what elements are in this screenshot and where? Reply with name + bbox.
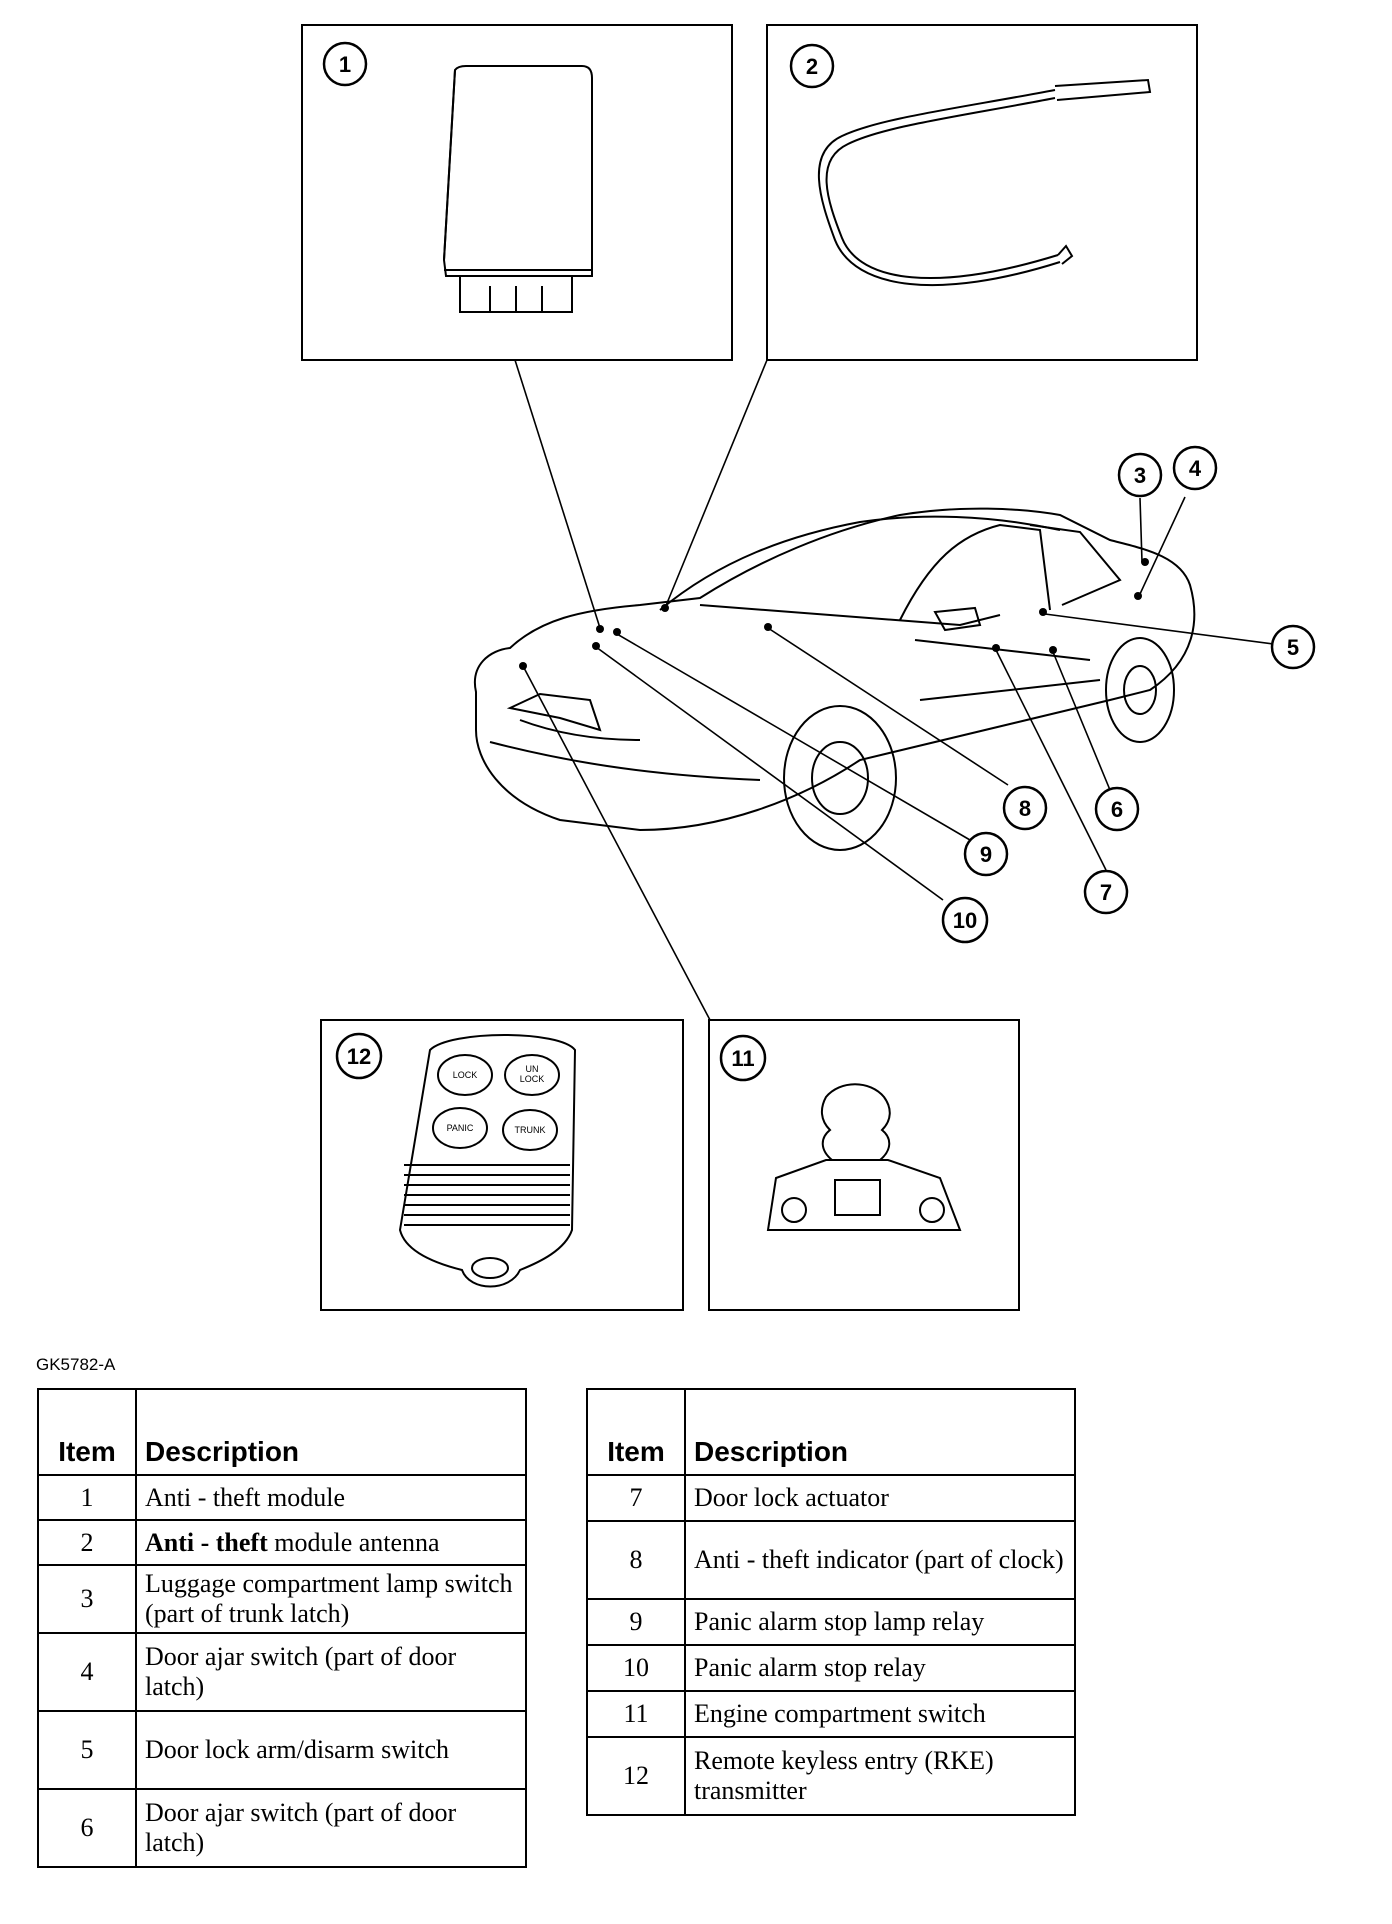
parts-table-right: Item Description 7 Door lock actuator 8 … xyxy=(586,1388,1076,1816)
table-row: 6 Door ajar switch (part of door latch) xyxy=(37,1788,527,1868)
table-header-row: Item Description xyxy=(586,1388,1076,1476)
engine-compartment-switch-illustration xyxy=(766,1083,962,1231)
item-number: 5 xyxy=(37,1710,137,1790)
item-number: 8 xyxy=(586,1520,686,1600)
table-row: 12 Remote keyless entry (RKE) transmitte… xyxy=(586,1736,1076,1816)
header-description: Description xyxy=(684,1388,1076,1476)
detail-box-11 xyxy=(708,1019,1020,1311)
item-description: Remote keyless entry (RKE) transmitter xyxy=(684,1736,1076,1816)
item-number: 11 xyxy=(586,1690,686,1738)
table-row: 5 Door lock arm/disarm switch xyxy=(37,1710,527,1790)
item-number: 2 xyxy=(37,1519,137,1566)
item-description: Door ajar switch (part of door latch) xyxy=(135,1632,527,1712)
item-description: Door lock actuator xyxy=(684,1474,1076,1522)
item-description: Luggage compartment lamp switch (part of… xyxy=(135,1564,527,1634)
callout-3: 3 xyxy=(1134,463,1146,488)
item-description: Engine compartment switch xyxy=(684,1690,1076,1738)
callout-2: 2 xyxy=(806,54,818,79)
detail-box-1 xyxy=(301,24,733,361)
item-number: 6 xyxy=(37,1788,137,1868)
anti-theft-module-illustration xyxy=(442,65,593,313)
item-number: 4 xyxy=(37,1632,137,1712)
table-row: 8 Anti - theft indicator (part of clock) xyxy=(586,1520,1076,1600)
figure-code: GK5782-A xyxy=(36,1355,116,1374)
callout-12: 12 xyxy=(347,1044,371,1069)
fob-lock-label: LOCK xyxy=(453,1070,478,1080)
callout-6: 6 xyxy=(1111,797,1123,822)
header-item: Item xyxy=(586,1388,686,1476)
antenna-illustration xyxy=(818,78,1152,287)
item-number: 3 xyxy=(37,1564,137,1634)
item-description: Door ajar switch (part of door latch) xyxy=(135,1788,527,1868)
detail-box-2 xyxy=(766,24,1198,361)
callout-8: 8 xyxy=(1019,796,1031,821)
item-description-bold: Anti - theft xyxy=(145,1527,268,1557)
fob-panic-label: PANIC xyxy=(447,1123,474,1133)
table-row: 3 Luggage compartment lamp switch (part … xyxy=(37,1564,527,1634)
vehicle-illustration xyxy=(473,507,1196,851)
item-number: 10 xyxy=(586,1644,686,1692)
item-description: Anti - theft indicator (part of clock) xyxy=(684,1520,1076,1600)
item-description-rest: module antenna xyxy=(267,1527,440,1557)
item-description: Anti - theft module antenna xyxy=(135,1519,527,1566)
callout-11: 11 xyxy=(731,1046,754,1071)
callout-1: 1 xyxy=(339,52,351,77)
fob-unlock-label-1: UN xyxy=(526,1064,539,1074)
table-row: 7 Door lock actuator xyxy=(586,1474,1076,1522)
table-row: 11 Engine compartment switch xyxy=(586,1690,1076,1738)
item-description: Anti - theft module xyxy=(135,1474,527,1521)
header-description: Description xyxy=(135,1388,527,1476)
item-number: 9 xyxy=(586,1598,686,1646)
item-description: Panic alarm stop lamp relay xyxy=(684,1598,1076,1646)
detail-box-12 xyxy=(320,1019,684,1311)
table-row: 9 Panic alarm stop lamp relay xyxy=(586,1598,1076,1646)
item-number: 7 xyxy=(586,1474,686,1522)
callout-10: 10 xyxy=(953,908,977,933)
item-number: 12 xyxy=(586,1736,686,1816)
fob-unlock-label-2: LOCK xyxy=(520,1074,545,1084)
table-row: 2 Anti - theft module antenna xyxy=(37,1519,527,1566)
item-number: 1 xyxy=(37,1474,137,1521)
table-row: 10 Panic alarm stop relay xyxy=(586,1644,1076,1692)
parts-table-left: Item Description 1 Anti - theft module 2… xyxy=(37,1388,527,1868)
callout-4: 4 xyxy=(1189,456,1202,481)
callout-7: 7 xyxy=(1100,880,1112,905)
header-item: Item xyxy=(37,1388,137,1476)
fob-trunk-label: TRUNK xyxy=(515,1125,546,1135)
item-description: Panic alarm stop relay xyxy=(684,1644,1076,1692)
callout-5: 5 xyxy=(1287,635,1299,660)
component-location-diagram: LOCK UN LOCK PANIC TRUNK 1 2 3 4 5 6 7 8… xyxy=(301,24,1316,1311)
item-description: Door lock arm/disarm switch xyxy=(135,1710,527,1790)
table-row: 4 Door ajar switch (part of door latch) xyxy=(37,1632,527,1712)
key-fob-illustration xyxy=(398,1034,577,1288)
table-row: 1 Anti - theft module xyxy=(37,1474,527,1521)
callout-9: 9 xyxy=(980,842,992,867)
table-header-row: Item Description xyxy=(37,1388,527,1476)
leader-lines xyxy=(514,359,1274,1021)
